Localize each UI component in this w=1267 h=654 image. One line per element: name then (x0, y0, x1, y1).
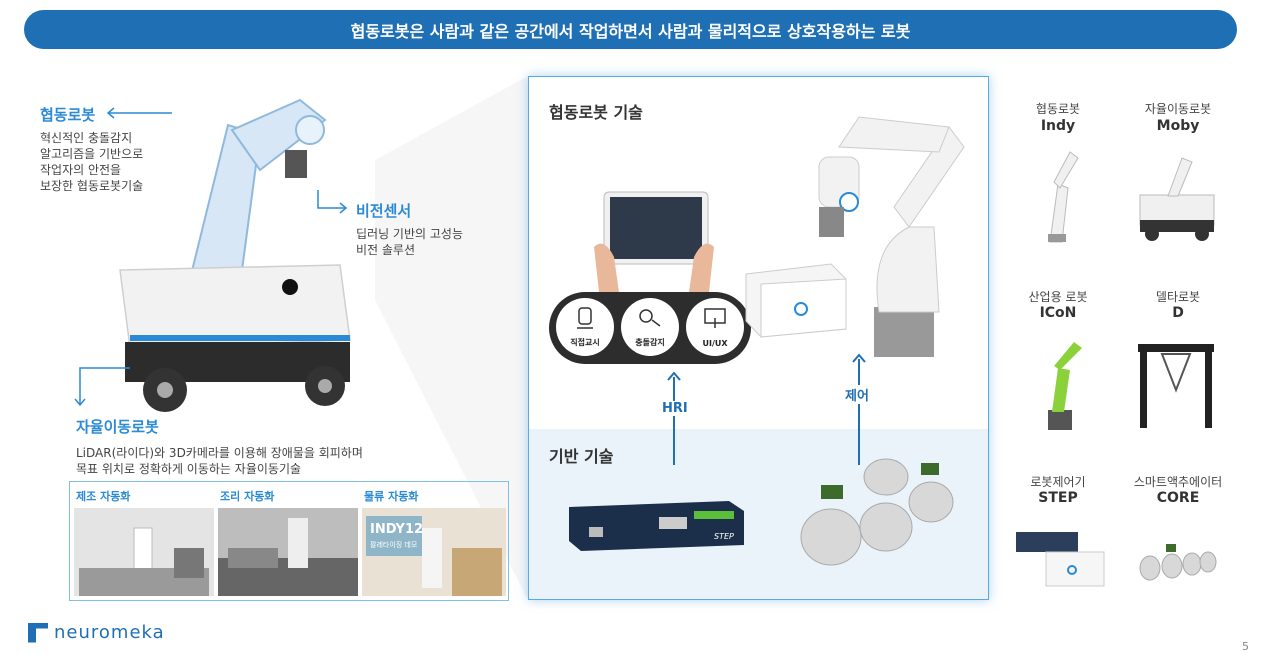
product-model-step: STEP (1038, 490, 1078, 506)
direct-teaching-circle: 직접교시 (556, 298, 614, 356)
hri-label: HRI (660, 401, 690, 416)
neuromeka-wordmark: neuromeka (54, 622, 165, 643)
up-arrow-icon (852, 353, 866, 363)
control-label: 제어 (843, 385, 871, 404)
amr-description: LiDAR(라이다)와 3D카메라를 이용해 장애물을 회피하며 목표 위치로 … (76, 446, 363, 476)
collision-icon (639, 309, 661, 327)
white-cobot-illustration (818, 116, 965, 357)
moby-thumbnail (1139, 157, 1215, 241)
controller-box-illustration (745, 263, 847, 338)
product-name-indy: 협동로봇 (1035, 102, 1081, 116)
app-label-logistics: 물류 자동화 (364, 490, 419, 503)
logistics-photo: INDY12 팔레타이징 데모 (362, 508, 506, 596)
indy-sign-subtext: 팔레타이징 데모 (370, 541, 418, 549)
manufacturing-photo (74, 508, 214, 596)
hri-feature-pill: 직접교시 충돌감지 UI/UX (549, 292, 751, 364)
cobot-description: 혁신적인 충돌감지 알고리즘을 기반으로 작업자의 안전을 보장한 협동로봇기술 (40, 131, 144, 193)
icon-thumbnail (1048, 342, 1082, 430)
title-banner: 협동로봇은 사람과 같은 공간에서 작업하면서 사람과 물리적으로 상호작용하는… (24, 10, 1237, 49)
vision-sensor-description: 딥러닝 기반의 고성능 비전 솔루션 (356, 227, 463, 257)
indy-thumbnail (1048, 151, 1079, 243)
control-arrow-line (858, 359, 860, 465)
step-controller-illustration (569, 501, 744, 551)
base-tech-title: 기반 기술 (549, 447, 614, 466)
core-actuators-illustration (800, 458, 954, 566)
product-model-indy: Indy (1040, 118, 1076, 134)
mobile-cobot-illustration (119, 98, 351, 412)
cobot-tech-title: 협동로봇 기술 (549, 103, 643, 122)
hri-arrow-line (673, 377, 675, 465)
product-model-core: CORE (1156, 490, 1200, 506)
cobot-label: 협동로봇 (40, 106, 96, 124)
ui-ux-circle: UI/UX (686, 298, 744, 356)
neuromeka-logo-icon (28, 622, 48, 643)
page-number: 5 (1242, 640, 1249, 653)
application-gallery: 제조 자동화 조리 자동화 물류 자동화 INDY12 팔레타이징 데모 (69, 481, 509, 601)
amr-label: 자율이동로봇 (76, 418, 159, 436)
up-arrow-icon (667, 371, 681, 381)
hand-guiding-icon (577, 307, 593, 329)
vision-sensor-label: 비전센서 (356, 202, 412, 220)
delta-thumbnail (1138, 344, 1214, 428)
tablet-teach-pendant (594, 191, 714, 292)
product-name-step: 로봇제어기 (1030, 475, 1086, 489)
app-label-cooking: 조리 자동화 (220, 490, 275, 503)
app-label-manufacturing: 제조 자동화 (76, 490, 131, 503)
core-thumbnail (1139, 544, 1217, 581)
indy-sign-text: INDY12 (370, 522, 424, 537)
product-name-icon: 산업용 로봇 (1028, 290, 1088, 304)
product-model-icon: ICoN (1039, 305, 1077, 321)
product-name-moby: 자율이동로봇 (1144, 102, 1212, 116)
step-thumbnail (1016, 532, 1105, 587)
cooking-photo (218, 508, 358, 596)
product-model-moby: Moby (1156, 118, 1200, 134)
product-name-delta: 델타로봇 (1155, 290, 1201, 304)
neuromeka-logo: neuromeka (28, 622, 165, 643)
product-model-delta: D (1172, 305, 1184, 321)
step-brand-mark: STEP (714, 532, 734, 541)
product-name-core: 스마트액추에이터 (1133, 475, 1223, 489)
touch-screen-icon (704, 308, 726, 328)
technology-panel: 협동로봇 기술 기반 기술 직접교시 충돌감지 UI/UX (528, 76, 989, 600)
collision-detection-circle: 충돌감지 (621, 298, 679, 356)
